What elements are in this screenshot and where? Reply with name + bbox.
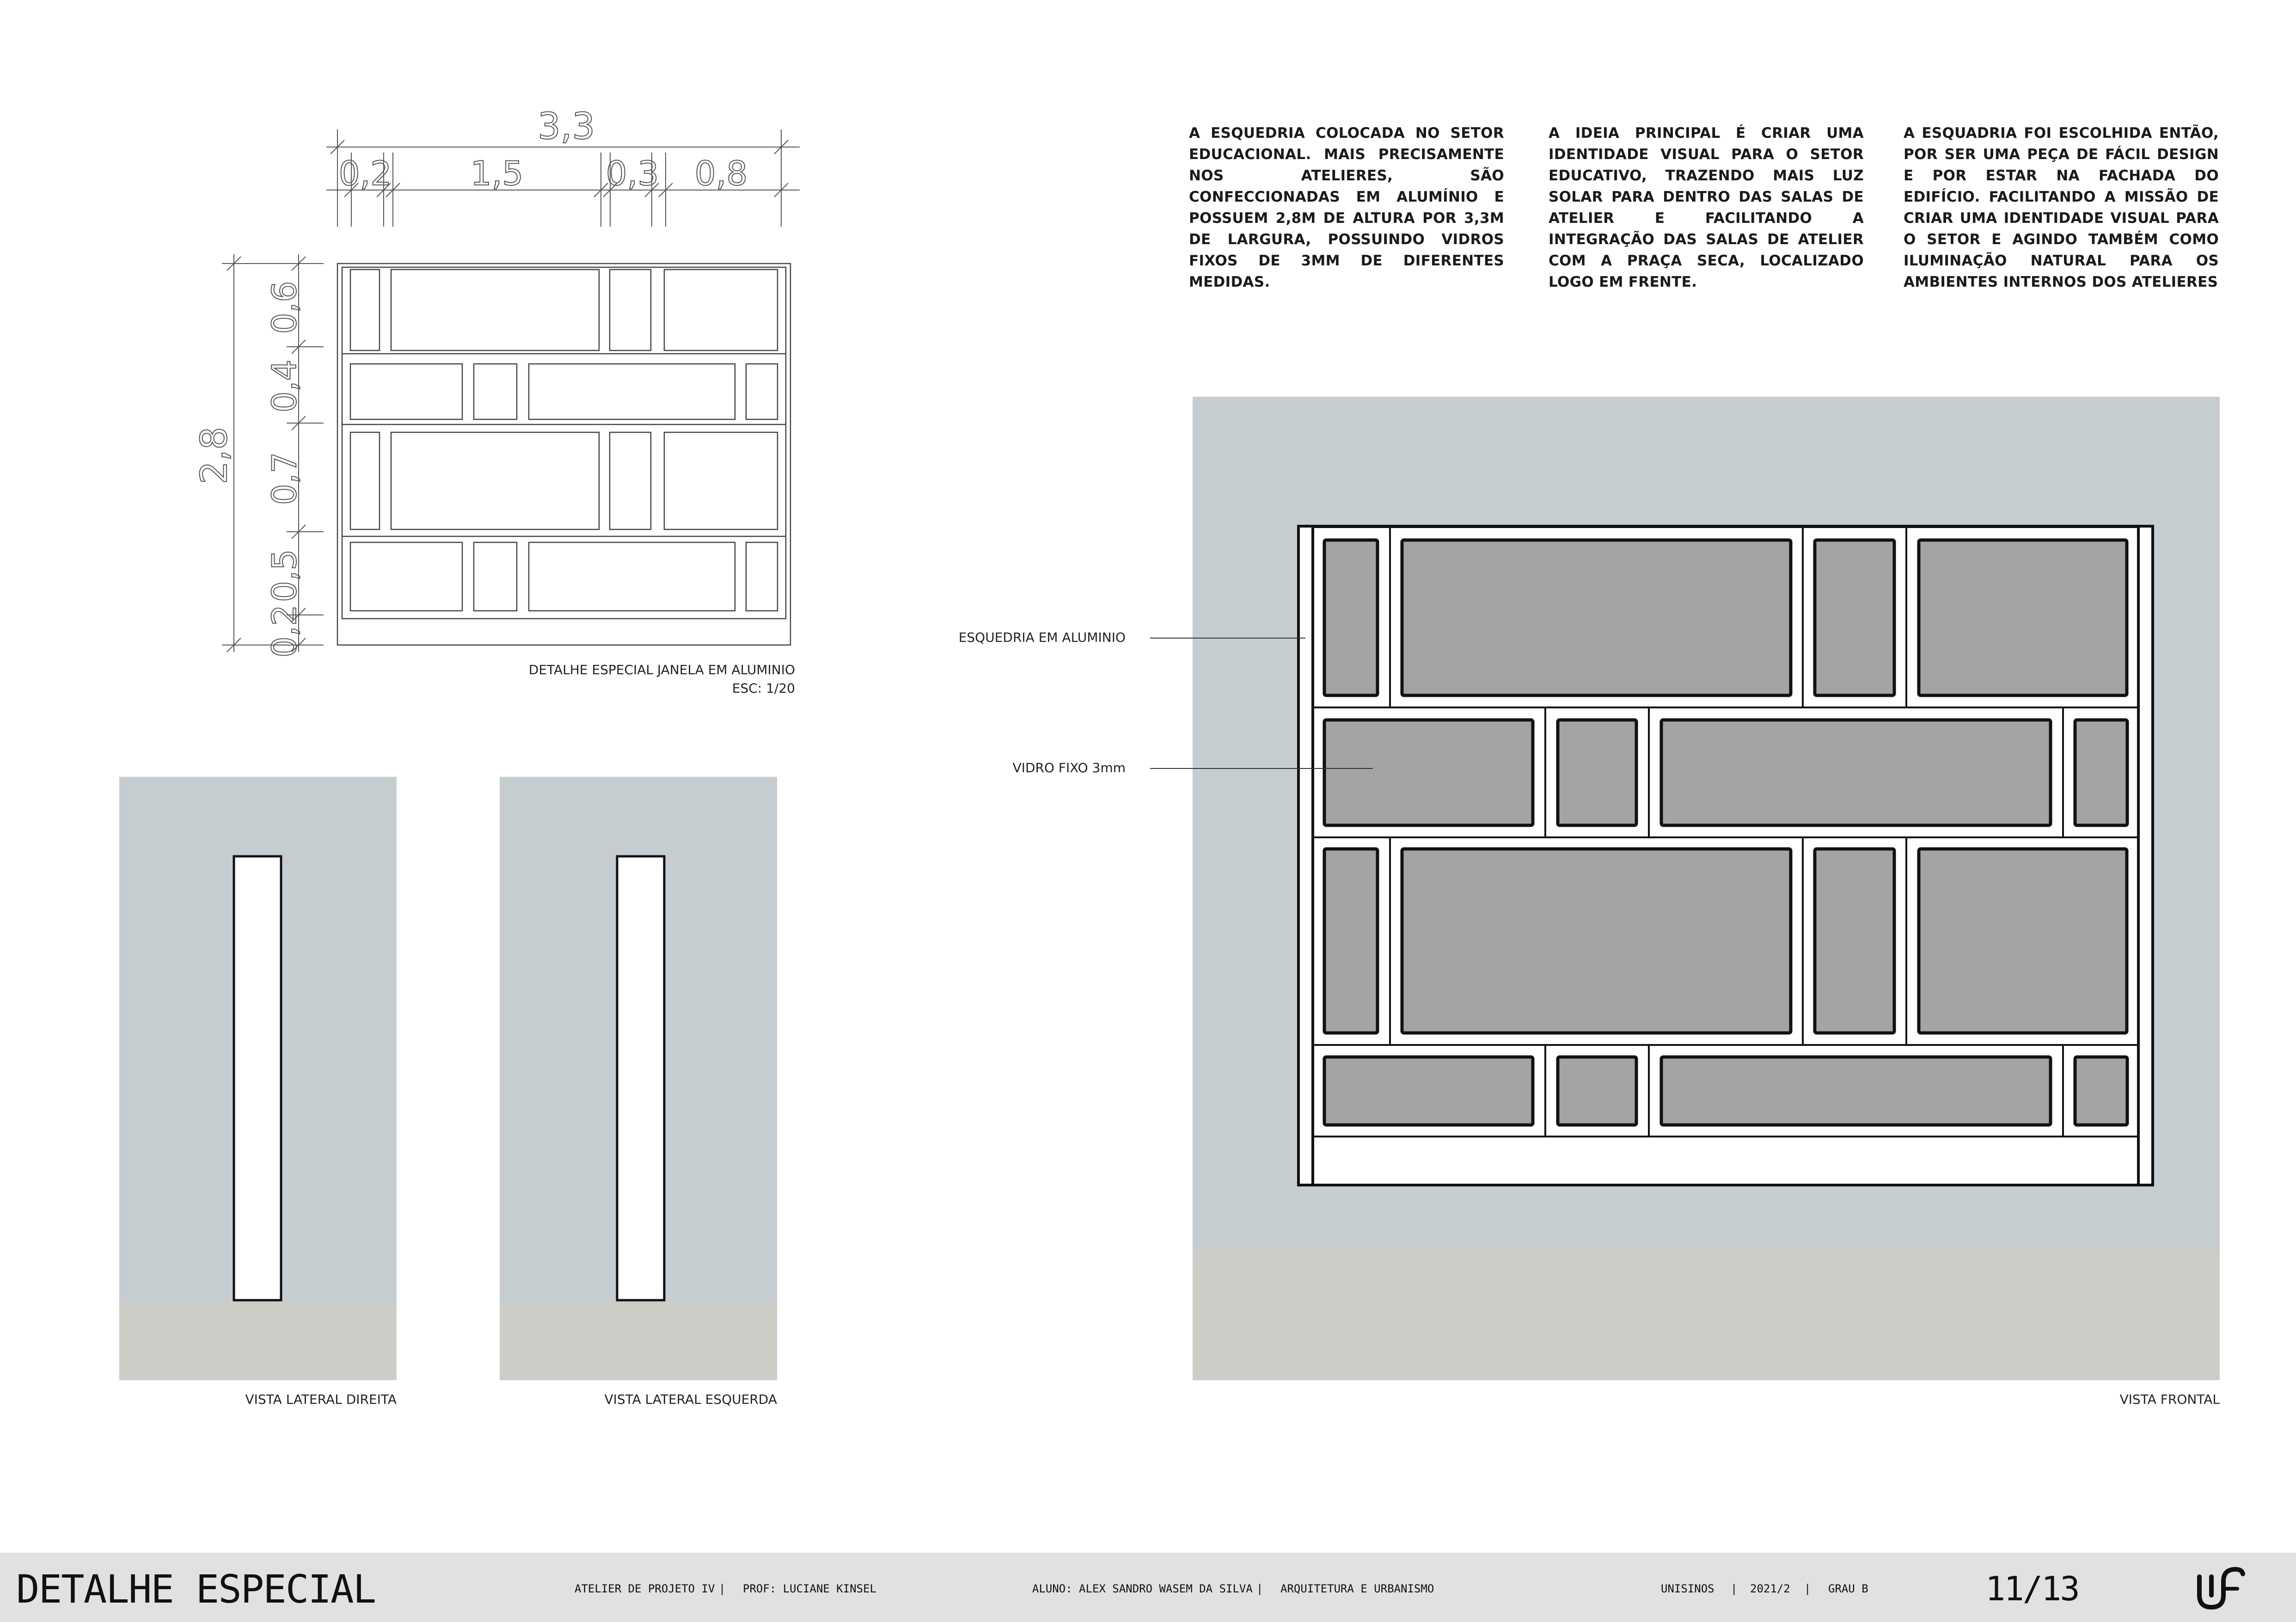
dim-total-height: 2,8 xyxy=(194,427,235,484)
front-view xyxy=(1193,397,2220,1380)
footer-separator: | xyxy=(1804,1582,1811,1595)
semester: 2021/2 xyxy=(1750,1582,1790,1595)
glass-pane xyxy=(2073,718,2129,827)
footer-separator: | xyxy=(1731,1582,1738,1595)
unisinos-logo-icon xyxy=(2197,1567,2245,1610)
page-number: 11/13 xyxy=(1985,1569,2080,1608)
leader-lines xyxy=(1150,638,1373,769)
glass-pane xyxy=(2073,1055,2129,1127)
dim-height-1: 0,6 xyxy=(265,281,304,334)
program-name: ARQUITETURA E URBANISMO xyxy=(1280,1582,1434,1595)
glass-pane xyxy=(1659,718,2052,827)
dim-width-1: 0,2 xyxy=(339,154,392,193)
right-side-view-caption: VISTA LATERAL DIREITA xyxy=(245,1392,397,1407)
detail-scale: ESC: 1/20 xyxy=(732,681,795,696)
glass-pane xyxy=(1556,718,1638,827)
dim-height-3: 0,7 xyxy=(265,452,304,505)
student-name: ALUNO: ALEX SANDRO WASEM DA SILVA xyxy=(1032,1582,1253,1595)
glass-pane xyxy=(1322,1055,1535,1127)
glass-pane xyxy=(1556,1055,1638,1127)
glass-pane xyxy=(1813,847,1896,1035)
glass-pane xyxy=(1917,847,2129,1035)
grade-label: GRAU B xyxy=(1828,1582,1868,1595)
glass-pane xyxy=(1322,538,1379,697)
sheet-title: DETALHE ESPECIAL xyxy=(16,1567,376,1612)
course-name: ATELIER DE PROJETO IV xyxy=(575,1582,715,1595)
dim-width-2: 1,5 xyxy=(471,154,524,193)
footer-separator: | xyxy=(1256,1582,1263,1595)
dim-height-2: 0,4 xyxy=(265,360,304,413)
side-view-left xyxy=(500,777,777,1380)
professor-name: PROF: LUCIANE KINSEL xyxy=(743,1582,876,1595)
university-name: UNISINOS xyxy=(1661,1582,1714,1595)
glass-pane xyxy=(1400,847,1793,1035)
glass-pane xyxy=(1322,847,1379,1035)
description-paragraph-2: A IDEIA PRINCIPAL É CRIAR UMA IDENTIDADE… xyxy=(1549,125,1864,290)
footer-separator: | xyxy=(719,1582,726,1595)
glass-pane xyxy=(1659,1055,2052,1127)
footer-bar: DETALHE ESPECIAL ATELIER DE PROJETO IV |… xyxy=(0,1553,2296,1622)
dim-total-width: 3,3 xyxy=(538,106,595,147)
description-paragraph-3: A ESQUADRIA FOI ESCOLHIDA ENTÃO, POR SER… xyxy=(1904,125,2219,290)
glass-pane xyxy=(1322,718,1535,827)
dim-width-3: 0,3 xyxy=(606,154,659,193)
front-view-caption: VISTA FRONTAL xyxy=(2119,1392,2220,1407)
dim-height-4: 0,5 xyxy=(265,549,304,602)
glass-pane xyxy=(1917,538,2129,697)
glass-pane xyxy=(1813,538,1896,697)
dim-height-5: 0,2 xyxy=(265,605,304,658)
description-paragraph-1: A ESQUEDRIA COLOCADA NO SETOR EDUCACIONA… xyxy=(1189,125,1504,290)
detail-caption: DETALHE ESPECIAL JANELA EM ALUMINIO xyxy=(528,662,795,677)
side-view-right xyxy=(119,777,397,1380)
glass-pane xyxy=(1400,538,1793,697)
left-side-view-caption: VISTA LATERAL ESQUERDA xyxy=(604,1392,777,1407)
label-fixed-glass: VIDRO FIXO 3mm xyxy=(1012,760,1126,775)
label-aluminium-frame: ESQUEDRIA EM ALUMINIO xyxy=(958,630,1126,645)
dim-width-4: 0,8 xyxy=(695,154,748,193)
window-detail-drawing: 3,3 0,2 1,5 0,3 0,8 2,8 0,6 0,4 0,7 0,5 … xyxy=(193,105,800,658)
